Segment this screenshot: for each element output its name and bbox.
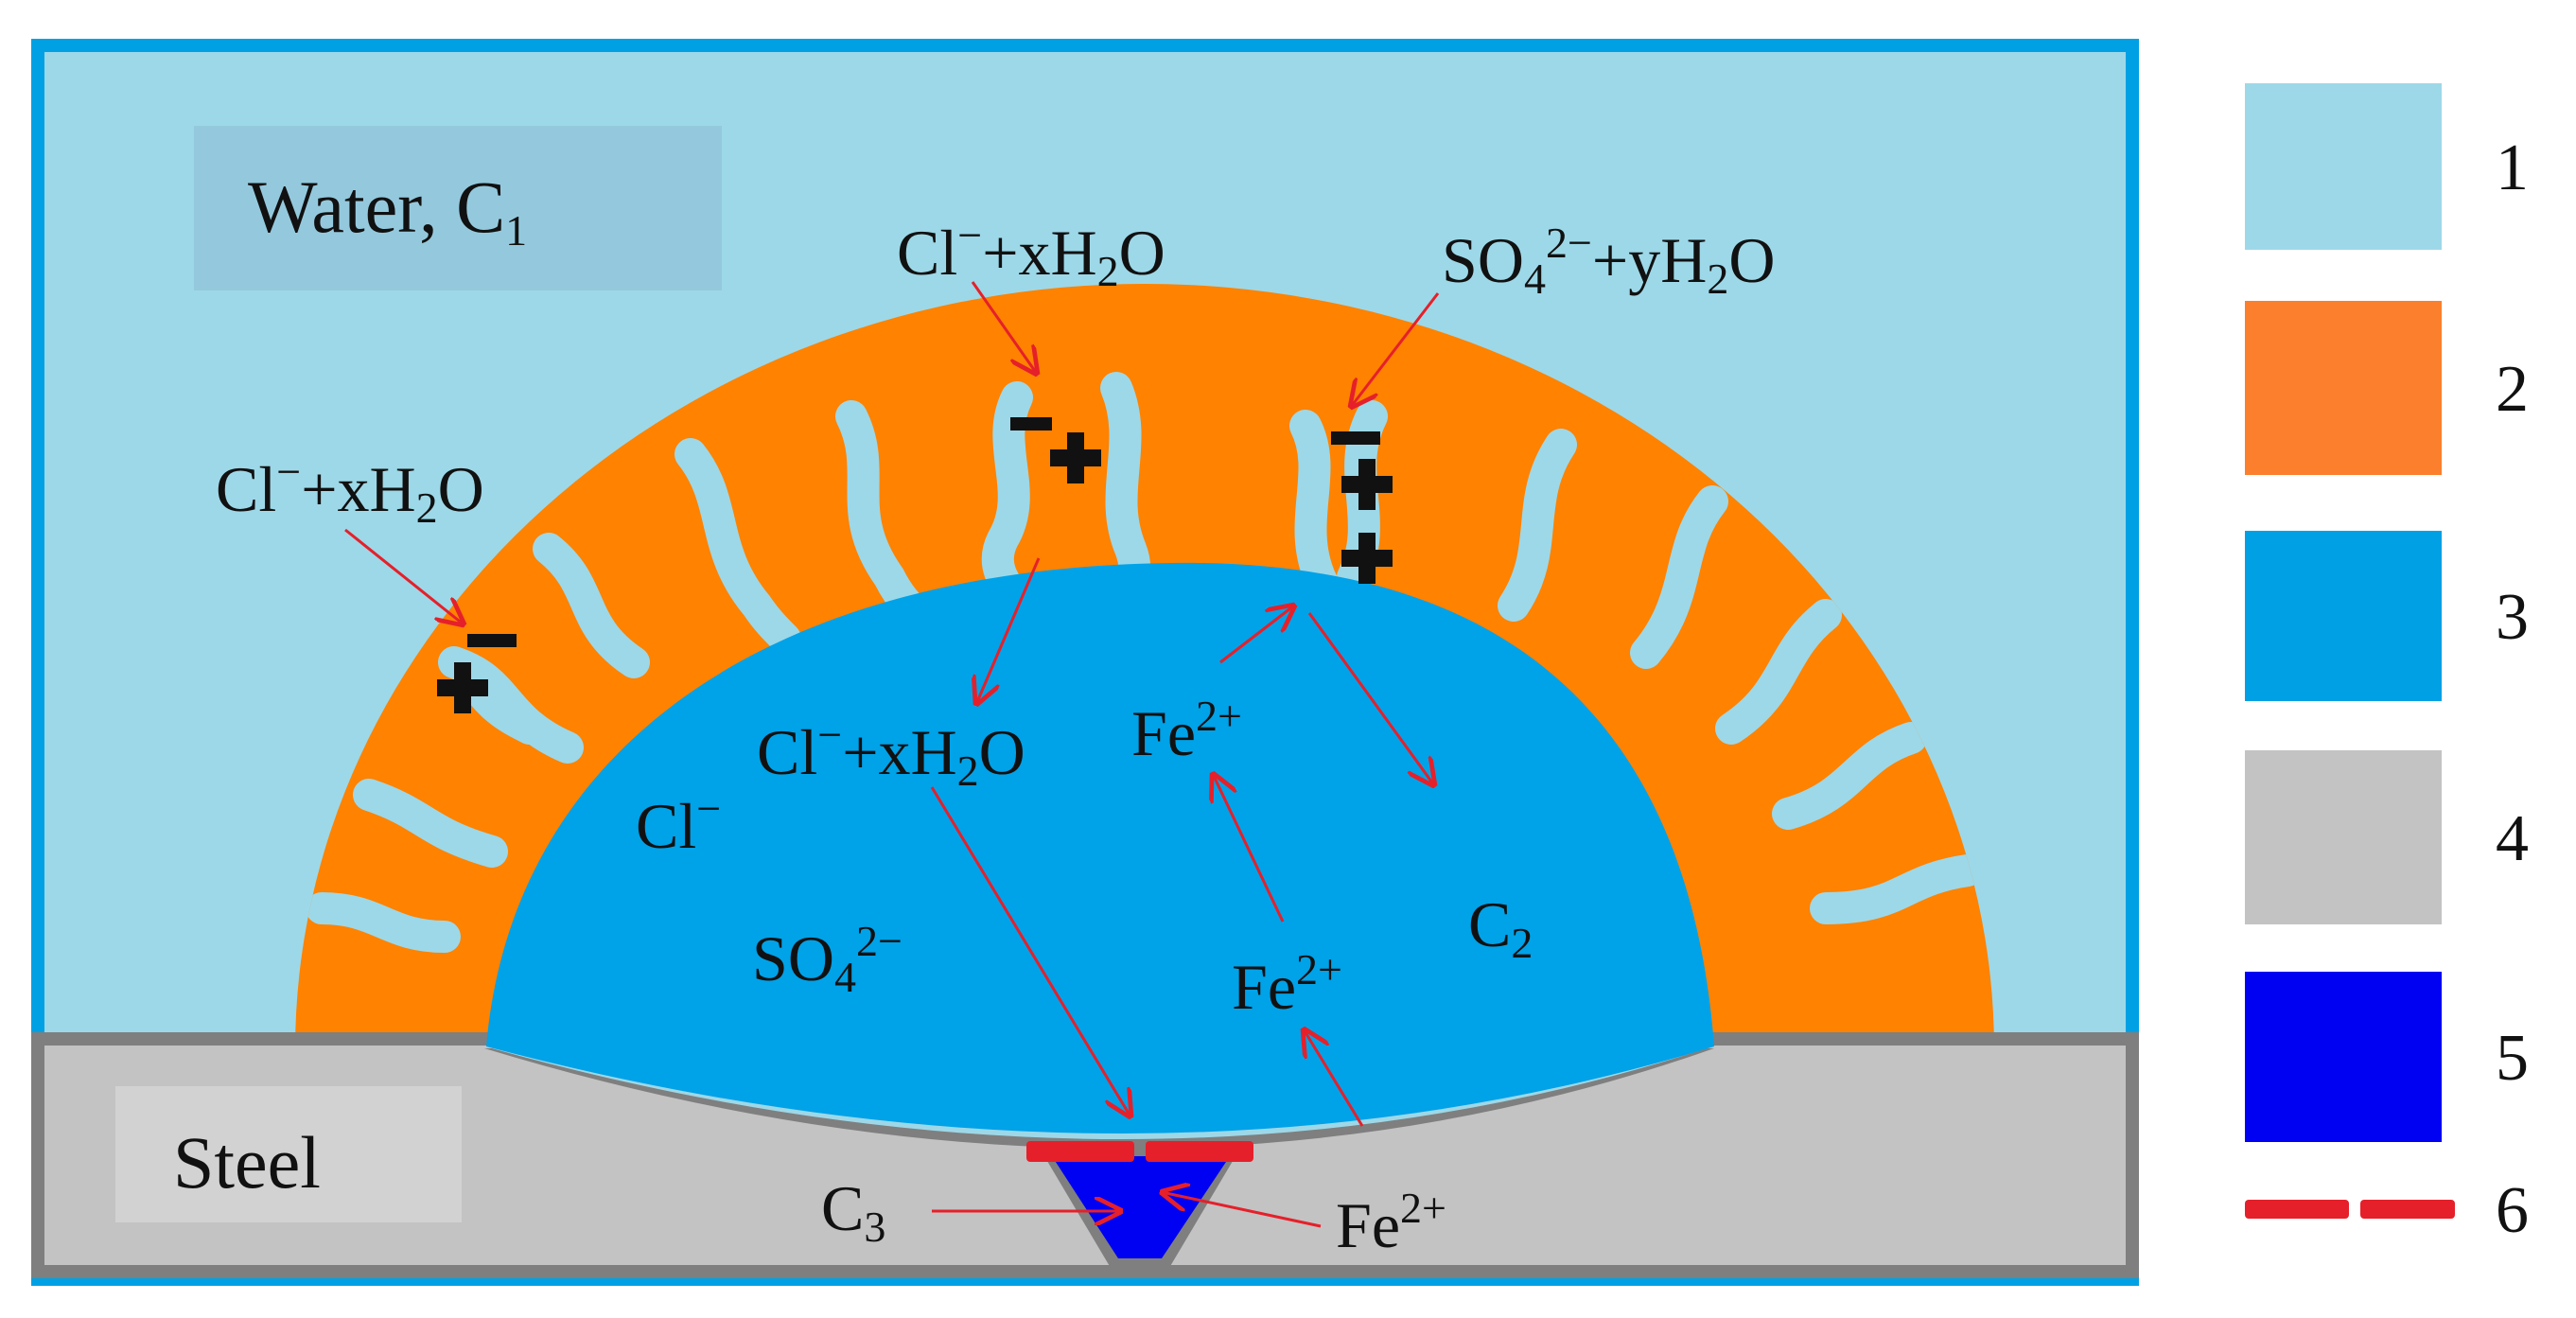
- arrow-cl-through: [976, 557, 1041, 704]
- label-so4-water: SO42−+yH2O: [1442, 219, 1775, 303]
- arrow-fe-up-1: [1304, 1029, 1364, 1127]
- minus-icon: [1010, 417, 1052, 431]
- water-label: Water, C1: [248, 166, 527, 255]
- legend-number-1: 1: [2496, 132, 2529, 204]
- plus-icon: [1050, 432, 1101, 483]
- label-cl-water-top: Cl−+xH2O: [897, 211, 1165, 295]
- arrow-cl-to-pit: [930, 786, 1130, 1116]
- arrow-fe-pit: [1162, 1192, 1322, 1228]
- legend-number-3: 3: [2496, 581, 2529, 654]
- arrow-cl-left-entry: [344, 528, 464, 624]
- passive-film-segment: [1026, 1141, 1134, 1162]
- arrows: [344, 281, 1440, 1228]
- electrolyte-region: [486, 562, 1714, 1133]
- arrow-fe-to-rust: [1219, 606, 1294, 664]
- legend-number-2: 2: [2496, 353, 2529, 426]
- label-cl-inner: Cl−+xH2O: [757, 711, 1025, 795]
- legend-swatch-1: [2245, 83, 2442, 250]
- pore-channel: [1810, 854, 1984, 924]
- plus-icon: [437, 662, 488, 713]
- legend-number-5: 5: [2496, 1022, 2529, 1095]
- plus-icon: [1341, 533, 1393, 584]
- plus-icon: [1341, 459, 1393, 510]
- minus-icon: [467, 634, 517, 647]
- charge-symbols: [437, 417, 1393, 713]
- label-c2: C2: [1468, 888, 1533, 967]
- legend-swatch-4: [2245, 750, 2442, 924]
- arrow-so4-entry: [1351, 292, 1440, 407]
- water-label-box: [194, 126, 722, 290]
- pore-channel: [353, 779, 508, 868]
- minus-icon: [1331, 431, 1380, 445]
- pore-channel: [1715, 599, 1842, 745]
- label-so4-minus: SO42−: [752, 917, 902, 1001]
- pore-channel: [306, 892, 461, 953]
- passive-film-segment: [1146, 1141, 1253, 1162]
- label-cl-minus: Cl−: [636, 784, 721, 862]
- legend-swatch-5: [2245, 972, 2442, 1142]
- legend: 1 2 3 4 5 6: [2245, 83, 2529, 1247]
- label-fe-upper: Fe2+: [1131, 692, 1242, 769]
- label-fe-middle: Fe2+: [1232, 945, 1342, 1023]
- arrow-fe-up-2: [1213, 774, 1285, 923]
- pore-channel: [1772, 722, 1927, 830]
- steel-label-box: [115, 1086, 462, 1222]
- label-c3: C3: [821, 1172, 885, 1251]
- legend-swatch-6-b: [2360, 1200, 2455, 1219]
- legend-swatch-6: [2245, 1200, 2349, 1219]
- legend-number-6: 6: [2496, 1174, 2529, 1247]
- pore-channel: [1498, 429, 1577, 622]
- label-fe-bottom: Fe2+: [1336, 1184, 1446, 1261]
- legend-swatch-3: [2245, 531, 2442, 701]
- legend-swatch-2: [2245, 301, 2442, 475]
- pore-channel: [1630, 485, 1728, 669]
- steel-label: Steel: [173, 1121, 321, 1204]
- pore-channel: [533, 533, 650, 678]
- label-cl-water-left: Cl−+xH2O: [216, 448, 484, 532]
- legend-number-4: 4: [2496, 802, 2529, 875]
- pore-channel: [675, 438, 801, 655]
- arrow-cl-entry: [971, 281, 1037, 374]
- arrow-rust-to-electrolyte: [1307, 612, 1434, 785]
